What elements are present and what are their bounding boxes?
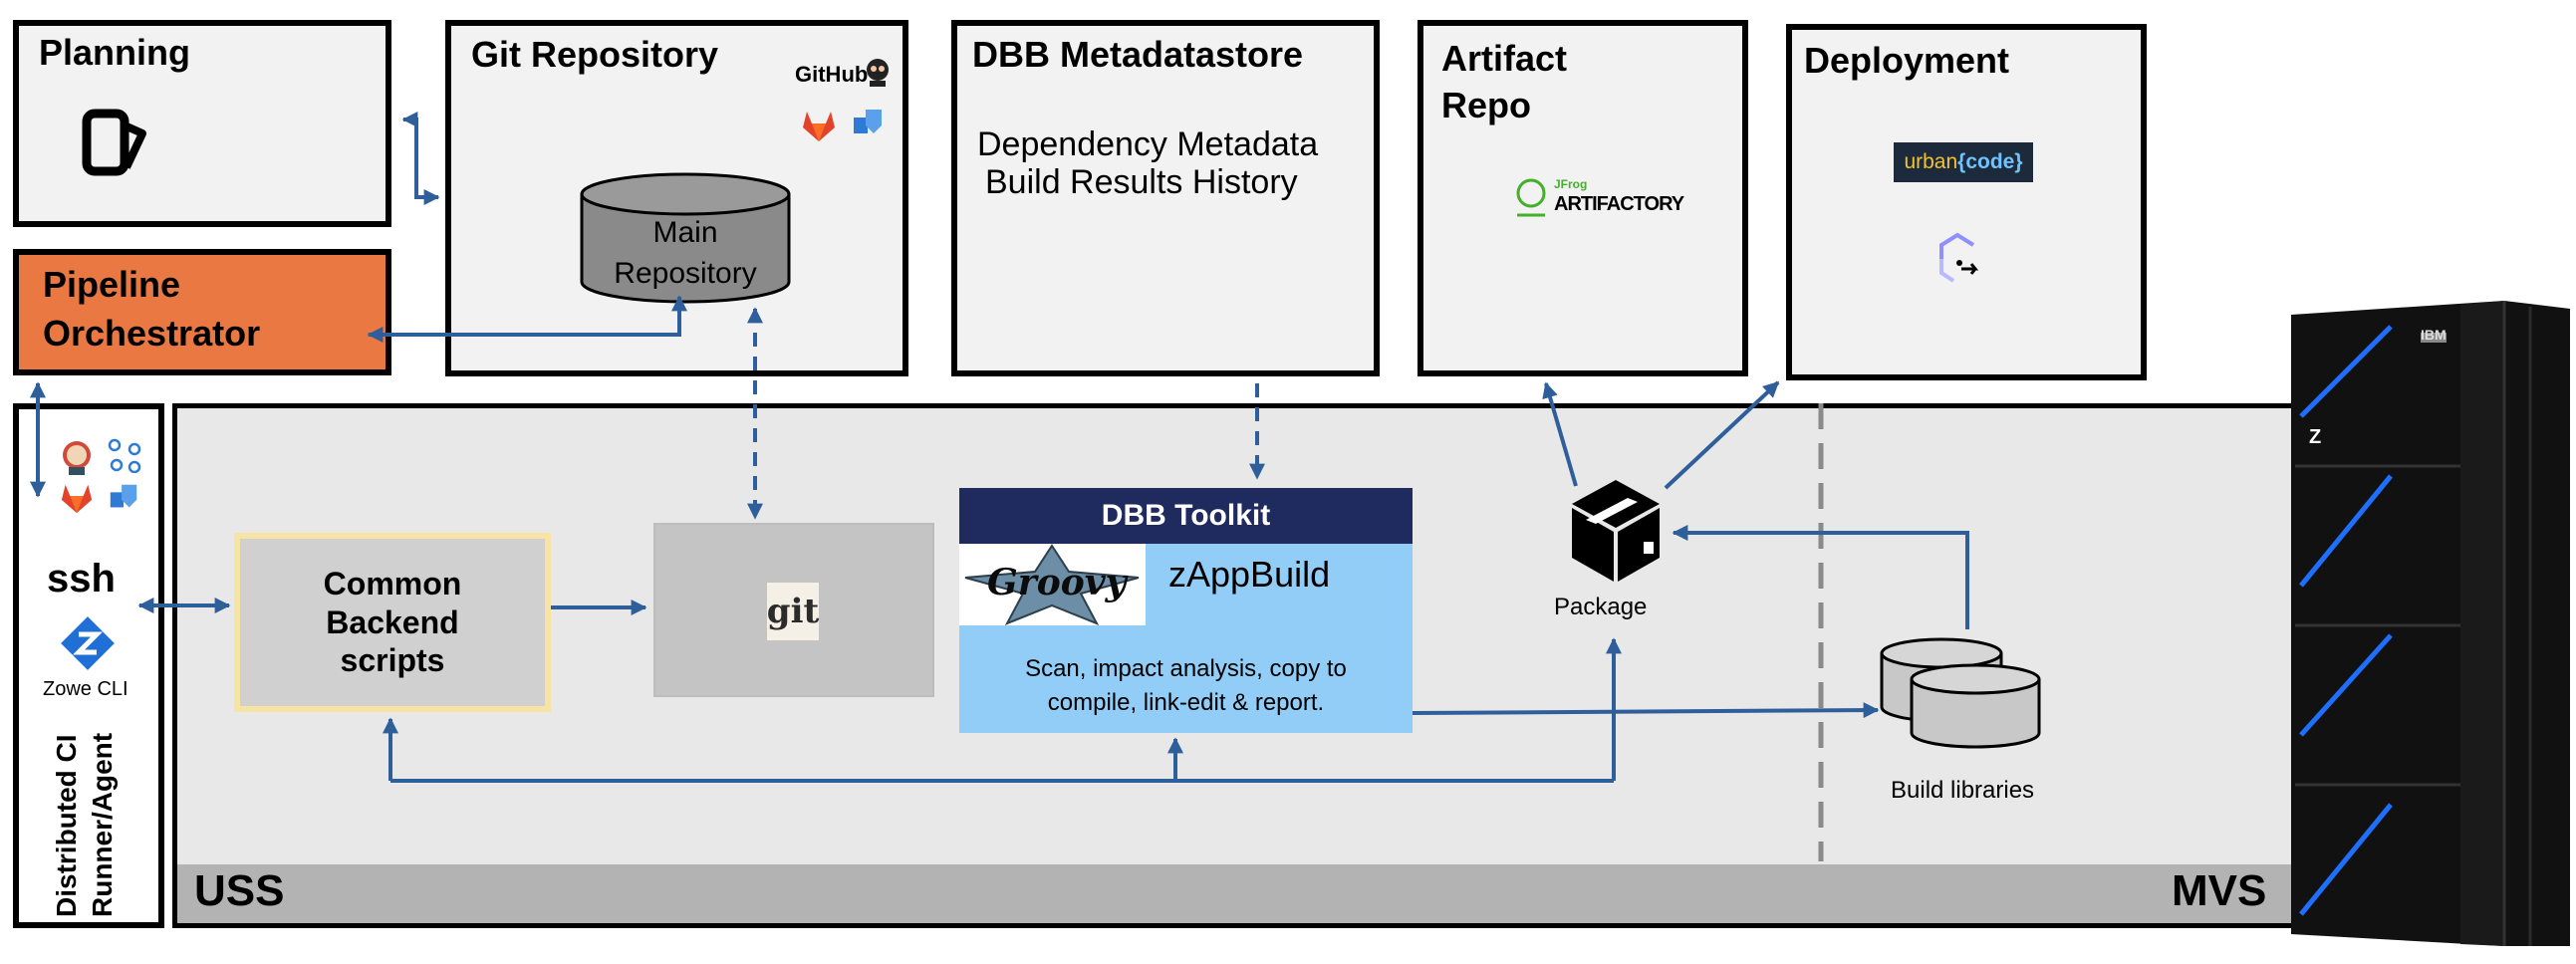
zone-band: [177, 864, 2309, 923]
main-repository-label: Main Repository: [614, 216, 757, 290]
artifactory-label: ARTIFACTORY: [1554, 193, 1684, 215]
dbb-toolkit-body: Groovy zAppBuild Scan, impact analysis, …: [959, 544, 1413, 733]
urbancode-urban: urban: [1904, 150, 1958, 173]
uss-mvs-divider: [1818, 403, 1824, 861]
urbancode-logo: urban{code}: [1894, 142, 2033, 182]
package-deployment-connector: [1664, 380, 1780, 490]
common-backend-scripts: Common Backend scripts: [234, 533, 551, 712]
ssh-label: ssh: [47, 557, 116, 601]
zone-uss-label: USS: [194, 866, 285, 915]
azure-pipelines-icon: [854, 110, 882, 133]
pipeline-orchestrator-title: Pipeline Orchestrator: [43, 264, 261, 354]
gitlab-runner-icon: [61, 484, 93, 514]
planning-title: Planning: [39, 32, 190, 73]
artifact-repo-box: Artifact Repo JFrog ARTIFACTORY: [1417, 20, 1748, 376]
zone-mvs-label: MVS: [2172, 866, 2267, 915]
mainframe-illustration: [2291, 301, 2570, 946]
artifact-repo-title: Artifact Repo: [1441, 38, 1568, 125]
deployment-box: Deployment urban{code}: [1786, 24, 2147, 380]
jenkins-icon: [63, 441, 91, 475]
toolkit-desc-2: compile, link-edit & report.: [1047, 689, 1325, 716]
main-repository-cylinder: [580, 172, 791, 304]
jira-icon: [82, 109, 146, 176]
deployment-title: Deployment: [1804, 40, 2010, 81]
z-logo: Z: [2309, 426, 2322, 448]
metadatastore-box: DBB Metadatastore Dependency Metadata Bu…: [951, 20, 1380, 376]
azure-runner-icon: [110, 484, 137, 508]
git-tool-box: git: [653, 523, 934, 697]
jfrog-icon: [1516, 178, 1546, 217]
urbancode-code: {code}: [1957, 150, 2023, 173]
ci-runner-box: ssh Zowe CLI Distributed CI Runner/Agent: [13, 403, 164, 928]
groovy-logo: Groovy: [959, 544, 1146, 625]
package-label: Package: [1554, 594, 1648, 620]
zappbuild-label: zAppBuild: [1168, 554, 1331, 595]
planning-box: Planning: [13, 20, 391, 227]
git-repository-title: Git Repository: [471, 34, 719, 75]
libraries-package-connector: [1672, 525, 1969, 629]
git-tool-label: git: [766, 592, 820, 631]
github-label: GitHub: [795, 62, 869, 87]
package-icon: [1572, 480, 1660, 582]
metadatastore-line-1: Dependency Metadata: [977, 125, 1319, 163]
ibm-logo: IBM: [2421, 327, 2447, 343]
planning-git-connector: [401, 112, 440, 205]
metadatastore-line-2: Build Results History: [985, 163, 1298, 201]
deploy-icon: [1939, 232, 1979, 283]
github-octocat-icon: [867, 59, 889, 87]
orchestrator-repo-connector: [367, 295, 687, 343]
package-artifact-connector: [1542, 381, 1578, 487]
build-libraries-icon: [1880, 637, 2041, 749]
build-libraries-label: Build libraries: [1891, 777, 2035, 804]
groovy-star-icon: [964, 544, 1140, 625]
git-network-icon: [108, 438, 141, 473]
toolkit-libraries-connector: [1412, 702, 1880, 719]
toolkit-desc-1: Scan, impact analysis, copy to: [1025, 655, 1347, 682]
zowe-icon: [61, 616, 115, 670]
git-logo: git: [767, 583, 819, 640]
ibm-z-mainframe: IBM Z: [2291, 297, 2570, 946]
pipeline-orchestrator-box: Pipeline Orchestrator: [13, 249, 391, 375]
gitlab-icon: [803, 112, 835, 141]
zowe-cli-label: Zowe CLI: [43, 678, 129, 700]
dbb-toolkit-header: DBB Toolkit: [959, 488, 1413, 544]
metadatastore-title: DBB Metadatastore: [972, 34, 1304, 75]
jfrog-label: JFrog: [1554, 177, 1588, 191]
groovy-label: Groovy: [987, 562, 1127, 603]
